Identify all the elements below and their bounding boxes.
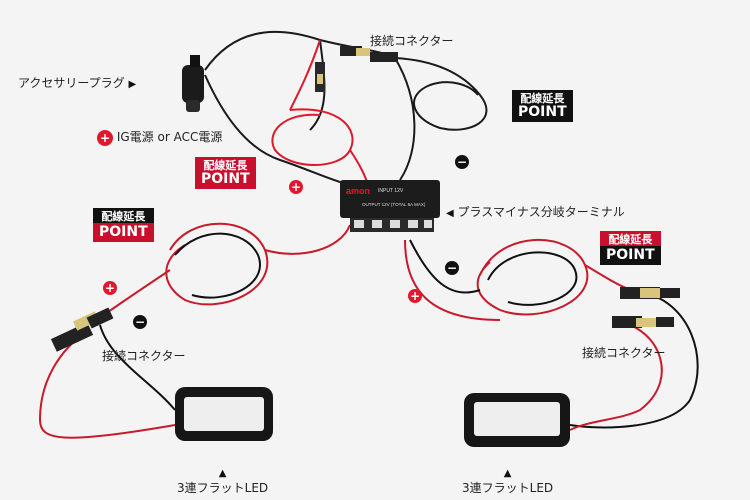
led-right-text: 3連フラットLED <box>462 481 554 495</box>
led-right <box>464 393 570 447</box>
tag-line1: 配線延長 <box>93 208 154 223</box>
terminal-brand: amon <box>346 186 370 196</box>
led-left <box>175 387 273 441</box>
minus-icon: − <box>455 155 469 169</box>
terminal-output: OUTPUT 12V (TOTAL 8A MAX) <box>362 202 426 207</box>
led-right-label: ▲ 3連フラットLED <box>462 468 553 496</box>
minus-icon: − <box>133 315 147 329</box>
tag-line2: POINT <box>600 246 661 265</box>
connector-left <box>50 307 114 352</box>
connector-top-label: 接続コネクター <box>370 34 454 48</box>
point-tag-left: 配線延長 POINT <box>93 208 154 242</box>
led-left-label: ▲ 3連フラットLED <box>177 468 268 496</box>
terminal-box: amon INPUT 12V OUTPUT 12V (TOTAL 8A MAX) <box>340 180 440 232</box>
arrow-up-icon: ▲ <box>503 468 512 479</box>
tag-line2: POINT <box>93 223 154 242</box>
connector-top <box>315 46 398 92</box>
accessory-plug-label: アクセサリープラグ ▶ <box>18 74 136 91</box>
plus-icon: + <box>97 129 113 146</box>
plus-icon: + <box>103 281 117 295</box>
terminal-label: ◀ プラスマイナス分岐ターミナル <box>446 203 625 220</box>
tag-line2: POINT <box>518 104 567 120</box>
arrow-left-icon: ◀ <box>446 208 454 219</box>
tag-line2: POINT <box>201 171 250 187</box>
arrow-right-icon: ▶ <box>128 79 137 90</box>
accessory-plug <box>182 55 204 112</box>
tag-line1: 配線延長 <box>600 231 661 246</box>
arrow-up-icon: ▲ <box>218 468 227 479</box>
terminal-input: INPUT 12V <box>378 188 404 194</box>
minus-icon: − <box>445 261 459 275</box>
connector-right <box>612 287 680 328</box>
point-tag-top-right: 配線延長 POINT <box>512 90 573 122</box>
led-left-text: 3連フラットLED <box>177 481 269 495</box>
ig-power-text: IG電源 or ACC電源 <box>116 130 223 144</box>
terminal-text: プラスマイナス分岐ターミナル <box>457 205 625 219</box>
plus-icon: + <box>289 180 303 194</box>
ig-power-label: + IG電源 or ACC電源 <box>97 128 222 146</box>
tag-line1: 配線延長 <box>520 92 565 105</box>
connector-right-label: 接続コネクター <box>582 346 666 360</box>
point-tag-right: 配線延長 POINT <box>600 231 661 265</box>
accessory-plug-text: アクセサリープラグ <box>18 76 125 90</box>
tag-line1: 配線延長 <box>203 159 248 172</box>
connector-left-label: 接続コネクター <box>102 349 186 363</box>
point-tag-center-left: 配線延長 POINT <box>195 157 256 189</box>
plus-icon: + <box>408 289 422 303</box>
